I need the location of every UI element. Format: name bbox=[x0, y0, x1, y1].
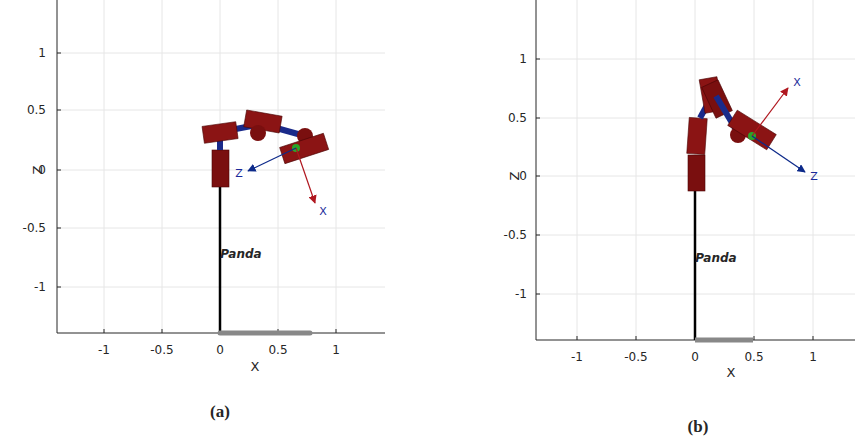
tick-label: 1 bbox=[38, 47, 46, 59]
tick-label: 0.5 bbox=[27, 104, 46, 116]
axis-label: Z bbox=[31, 166, 44, 175]
grid bbox=[536, 0, 855, 340]
robot-name: Panda bbox=[695, 252, 736, 264]
tick-label: 1 bbox=[809, 351, 817, 363]
tick-label: 1 bbox=[332, 344, 340, 356]
robot-name: Panda bbox=[220, 248, 261, 260]
panel-caption: (a) bbox=[210, 403, 230, 420]
frame-axis-label: Z bbox=[235, 168, 243, 179]
tick-label: -1 bbox=[34, 281, 46, 293]
tick-label: -1 bbox=[571, 351, 583, 363]
tick-label: 0 bbox=[519, 170, 527, 182]
tick-label: -1 bbox=[515, 288, 527, 300]
axis-label: X bbox=[727, 366, 736, 379]
tick-label: 0 bbox=[691, 351, 699, 363]
tick-label: 0.5 bbox=[268, 344, 287, 356]
robot-arm bbox=[202, 110, 329, 333]
axes bbox=[57, 0, 855, 340]
tick-label: 0.5 bbox=[508, 112, 527, 124]
tick-label: -0.5 bbox=[504, 229, 527, 241]
panel-caption: (b) bbox=[688, 418, 709, 435]
frame-axis-label: X bbox=[319, 206, 327, 217]
tick-label: 1 bbox=[519, 53, 527, 65]
tick-label: -1 bbox=[98, 344, 110, 356]
axis-label: X bbox=[251, 360, 260, 373]
axis-label: Z bbox=[508, 172, 521, 181]
tick-label: 0.5 bbox=[744, 351, 763, 363]
tick-label: -0.5 bbox=[624, 351, 647, 363]
tick-label: -0.5 bbox=[150, 344, 173, 356]
tick-label: 0 bbox=[216, 344, 224, 356]
grid bbox=[57, 0, 385, 333]
frame-axis-label: X bbox=[793, 77, 801, 88]
robot-arm bbox=[687, 77, 805, 340]
frame-axis-label: Z bbox=[810, 171, 818, 182]
tick-label: -0.5 bbox=[23, 222, 46, 234]
tick-marks bbox=[57, 53, 813, 340]
